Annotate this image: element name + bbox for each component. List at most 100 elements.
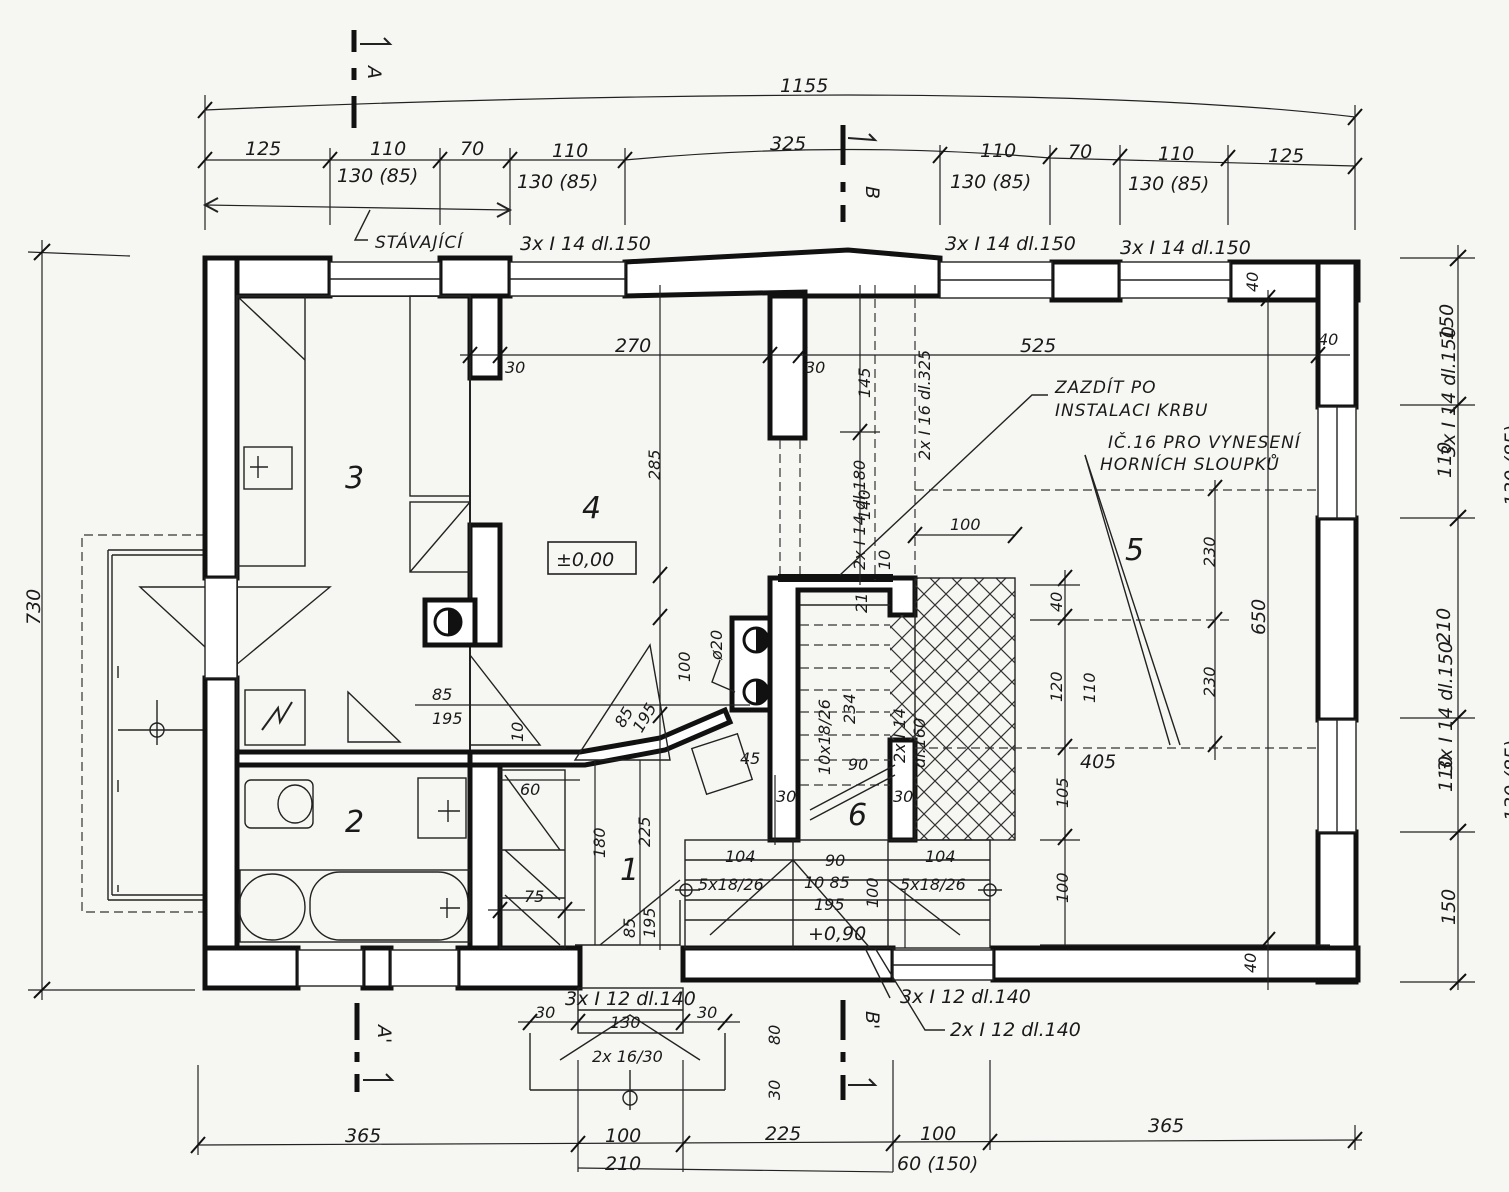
- dim-bottom-225: 225: [765, 1123, 801, 1145]
- right-dimensions: 150 110 130 (85) 210 110 130 (85) 150: [1400, 245, 1509, 991]
- dim-21: 21: [852, 593, 871, 613]
- windows: [204, 261, 1357, 987]
- dim-230-b: 230: [1200, 666, 1219, 697]
- dim-top-110-a: 110: [370, 138, 406, 160]
- dim-right-110-a: 110: [1434, 442, 1456, 478]
- dim-right-210: 210: [1433, 608, 1455, 644]
- room-1-label: 1: [620, 853, 639, 888]
- dim-10-b: 10: [508, 722, 527, 742]
- dim-top-110-d: 110: [1158, 143, 1194, 165]
- dim-75: 75: [524, 887, 544, 906]
- dim-230-a: 230: [1200, 536, 1219, 567]
- dim-90-s: 90: [848, 755, 868, 774]
- section-a-prime-label: A': [373, 1023, 395, 1043]
- dim-85-195: 85: [432, 685, 452, 704]
- dim-100-s: 100: [863, 877, 882, 908]
- beam-right-upper: 3x I 14 dl.150: [1438, 326, 1460, 457]
- dim-120: 120: [1047, 671, 1066, 702]
- dim-right-150-bottom: 150: [1438, 889, 1460, 925]
- stairs: [675, 440, 1002, 949]
- dim-top-325: 325: [770, 133, 806, 155]
- dim-bottom-100-a: 100: [605, 1125, 641, 1147]
- dim-bottom-100-b: 100: [920, 1123, 956, 1145]
- section-markers: A B A' B': [351, 30, 883, 1100]
- dim-top-70-a: 70: [460, 138, 484, 160]
- stair-front-steps: 2x 16/30: [592, 1047, 663, 1066]
- dim-30-d: 30: [893, 787, 913, 806]
- dim-left-total: 730: [23, 589, 45, 625]
- dim-top-110-c: 110: [980, 140, 1016, 162]
- dim-right-110-b: 110: [1435, 756, 1457, 792]
- stair-104-right: 104: [925, 847, 956, 866]
- dim-10: 10: [875, 550, 894, 570]
- dim-30-f: 30: [697, 1003, 717, 1022]
- dim-top-total: 1155: [780, 75, 828, 97]
- dim-bottom-365-left: 365: [345, 1125, 381, 1147]
- chimney-flue-3-fill-icon: [756, 680, 768, 704]
- dim-100-c: 100: [675, 651, 694, 682]
- dim-105: 105: [1053, 777, 1072, 808]
- left-dimension: 730: [23, 240, 195, 1000]
- notes: ZAZDÍT PO INSTALACI KRBU IČ.16 PRO VYNES…: [1054, 376, 1302, 475]
- dim-bottom-365-right: 365: [1148, 1115, 1184, 1137]
- room-5-label: 5: [1125, 533, 1144, 568]
- dim-405: 405: [1080, 751, 1116, 773]
- stair-main-run: 10x18/26: [815, 699, 834, 775]
- dim-140: 140: [855, 489, 874, 520]
- stair-left-flight: 5x18/26: [698, 875, 764, 894]
- room-4-label: 4: [582, 491, 601, 526]
- room-3-label: 3: [345, 461, 364, 496]
- dim-top-130-c: 130 (85): [950, 171, 1031, 193]
- bottom-dimensions: 365 100 210 225 100 60 (150) 365: [190, 1060, 1363, 1175]
- stair-104-left: 104: [725, 847, 756, 866]
- entrance-steps: [518, 987, 740, 1110]
- beam-stair-right-1: 2x I 14: [890, 708, 909, 763]
- beam-stair-right-2: dl.160: [910, 718, 929, 768]
- section-b-label: B: [861, 186, 883, 199]
- dim-right-130-b: 130 (85): [1501, 740, 1509, 821]
- dim-195: 195: [432, 709, 463, 728]
- chimney-flue-2-fill-icon: [756, 628, 768, 652]
- room-labels: 3 4 5 2 1 6 ±0,00 +0,90: [345, 461, 1144, 945]
- note-column-1: IČ.16 PRO VYNESENÍ: [1108, 431, 1302, 453]
- beam-labels: 3x I 14 dl.150 3x I 14 dl.150 3x I 14 dl…: [520, 233, 1460, 1041]
- beam-bottom-left: 3x I 12 dl.140: [565, 988, 696, 1010]
- note-column-2: HORNÍCH SLOUPKŮ: [1100, 453, 1280, 475]
- dim-285: 285: [645, 449, 664, 480]
- dim-40-d: 40: [1241, 953, 1260, 973]
- dim-top-110-b: 110: [552, 140, 588, 162]
- dim-270: 270: [615, 335, 651, 357]
- note-existing: STÁVAJÍCÍ: [375, 231, 464, 253]
- dim-85-b: 85: [620, 918, 639, 938]
- dim-650: 650: [1248, 599, 1270, 635]
- dim-145: 145: [855, 367, 874, 398]
- stair-step: 10 85: [804, 873, 850, 892]
- stair-step-b: 195: [814, 895, 845, 914]
- dim-80: 80: [765, 1025, 784, 1045]
- stair-right-flight: 5x18/26: [900, 875, 966, 894]
- radiator-icon: [690, 732, 754, 796]
- section-b-prime-label: B': [861, 1011, 883, 1029]
- beam-top-left: 3x I 14 dl.150: [520, 233, 651, 255]
- dim-phi-20: ø20: [707, 630, 726, 661]
- dim-525: 525: [1020, 335, 1056, 357]
- dim-180: 180: [590, 827, 609, 858]
- dim-130-e: 130: [610, 1013, 641, 1032]
- level-landing: +0,90: [808, 923, 866, 945]
- stair-labels: 10x18/26 234 5x18/26 5x18/26 10 85 195 1…: [592, 693, 966, 1066]
- kitchen-fixtures: [236, 295, 542, 746]
- leader-lines: [711, 394, 1181, 1031]
- bathtub-icon: [239, 869, 471, 943]
- dim-225: 225: [635, 816, 654, 847]
- dim-100-r: 100: [1053, 872, 1072, 903]
- dim-30-b: 30: [805, 358, 825, 377]
- dim-top-130-a: 130 (85): [337, 165, 418, 187]
- bathroom-fixtures: [238, 777, 471, 943]
- dim-top-70-b: 70: [1068, 141, 1092, 163]
- dim-40-a: 40: [1243, 272, 1262, 292]
- fireplace-area: [778, 285, 1016, 841]
- walls: [202, 247, 1361, 991]
- dim-40-c: 40: [1047, 592, 1066, 612]
- dim-right-130-a: 130 (85): [1501, 425, 1509, 506]
